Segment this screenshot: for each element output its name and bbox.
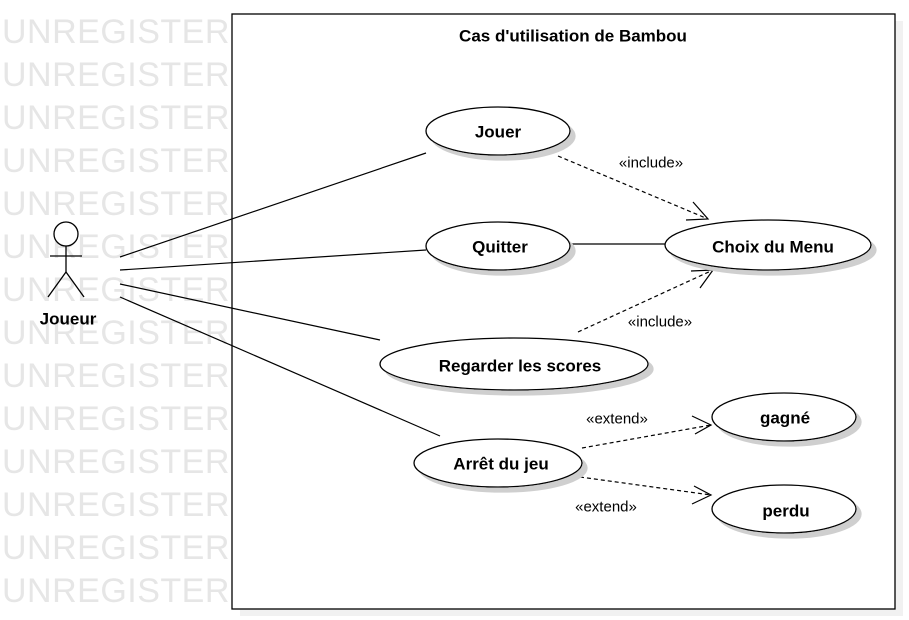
association-arret-jeu[interactable] <box>119 296 441 437</box>
usecase-choix-menu[interactable]: Choix du Menu <box>664 219 872 271</box>
svg-text:Arrêt du jeu: Arrêt du jeu <box>453 455 548 474</box>
usecase-jouer[interactable]: Jouer <box>425 106 571 156</box>
extend-arret-gagne[interactable] <box>581 415 713 449</box>
association-quitter[interactable] <box>119 249 427 271</box>
include-scores-choix[interactable] <box>577 269 715 333</box>
svg-text:Jouer: Jouer <box>475 123 522 142</box>
usecase-regarder-scores[interactable]: Regarder les scores <box>379 337 649 391</box>
svg-text:Regarder les scores: Regarder les scores <box>439 357 602 376</box>
svg-text:Choix du Menu: Choix du Menu <box>712 238 834 257</box>
extend-label-2: «extend» <box>575 499 637 516</box>
association-jouer[interactable] <box>119 152 427 258</box>
svg-text:gagné: gagné <box>760 409 810 428</box>
actor-label: Joueur <box>40 310 97 329</box>
extend-label-1: «extend» <box>586 411 648 428</box>
usecase-arret-jeu[interactable]: Arrêt du jeu <box>413 438 583 488</box>
actor-head-icon <box>53 221 79 247</box>
association-regarder-scores[interactable] <box>119 283 381 341</box>
include-label-2: «include» <box>628 314 692 331</box>
svg-text:Quitter: Quitter <box>472 238 528 257</box>
usecase-quitter[interactable]: Quitter <box>425 221 571 271</box>
system-title: Cas d'utilisation de Bambou <box>459 27 687 46</box>
svg-text:perdu: perdu <box>762 502 809 521</box>
usecase-gagne[interactable]: gagné <box>711 392 857 442</box>
include-jouer-choix[interactable] <box>557 155 710 221</box>
include-label-1: «include» <box>619 155 683 172</box>
extend-arret-perdu[interactable] <box>579 476 713 505</box>
usecase-perdu[interactable]: perdu <box>711 484 857 534</box>
actor-joueur[interactable] <box>47 221 85 298</box>
